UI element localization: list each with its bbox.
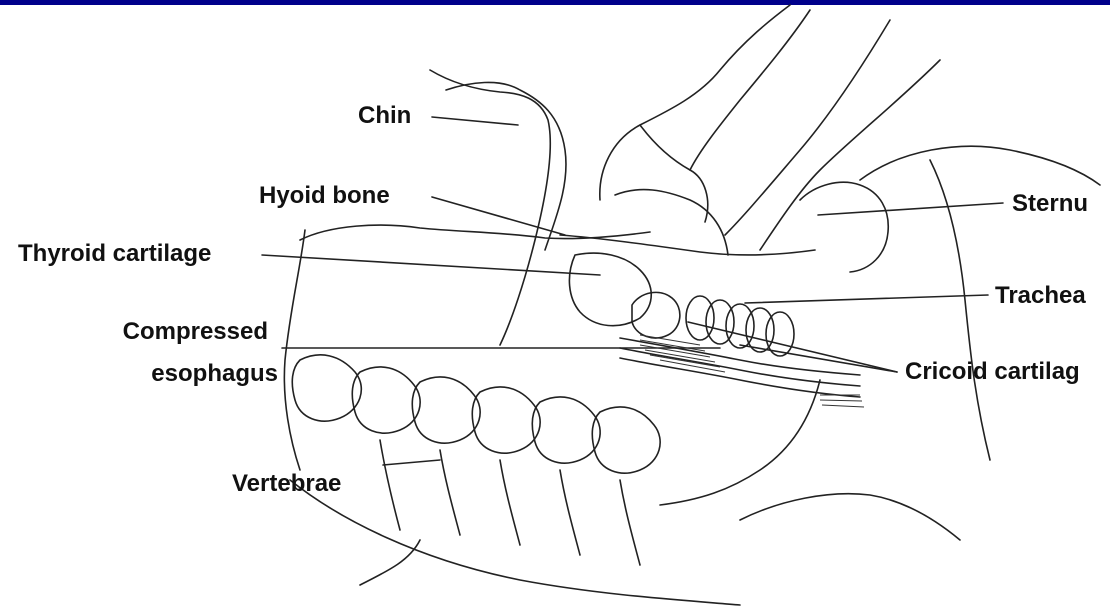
left-curve (360, 540, 420, 585)
esophagus-line-3 (620, 358, 860, 397)
sternum-outline (800, 182, 888, 272)
label-vertebrae: Vertebrae (232, 470, 341, 498)
label-cricoid-cartilage: Cricoid cartilag (905, 358, 1080, 386)
label-esophagus: esophagus (88, 360, 278, 388)
thumb (615, 190, 728, 255)
skull-back (284, 230, 305, 470)
hand-outline (600, 5, 790, 200)
shoulder-lower (740, 494, 960, 540)
label-thyroid-cartilage: Thyroid cartilage (18, 240, 211, 268)
finger-2 (690, 10, 810, 170)
leader-sternum (818, 203, 1003, 215)
label-trachea: Trachea (995, 282, 1086, 310)
neck-back (290, 480, 740, 605)
jaw-line (300, 225, 650, 240)
label-hyoid-bone: Hyoid bone (259, 182, 390, 210)
chest-curve (860, 146, 1100, 185)
thyroid-shape (569, 253, 651, 326)
leader-chin (432, 117, 518, 125)
neck-line-top (560, 235, 815, 255)
shading (640, 335, 864, 407)
label-chin: Chin (358, 102, 411, 130)
leader-cricoid-1 (688, 322, 897, 372)
leader-cricoid-2 (740, 345, 897, 372)
rib-line (660, 380, 820, 505)
face-outline (430, 70, 550, 345)
finger-1 (640, 125, 708, 222)
cricoid-ring (632, 292, 680, 338)
label-sternum: Sternu (1012, 190, 1088, 218)
vertebrae-column (292, 355, 660, 565)
chin-contour (446, 82, 566, 250)
leader-thyroid (262, 255, 600, 275)
leader-vertebrae (383, 460, 440, 465)
leader-hyoid (432, 197, 565, 235)
leader-trachea (745, 295, 988, 303)
label-compressed: Compressed (88, 318, 268, 346)
